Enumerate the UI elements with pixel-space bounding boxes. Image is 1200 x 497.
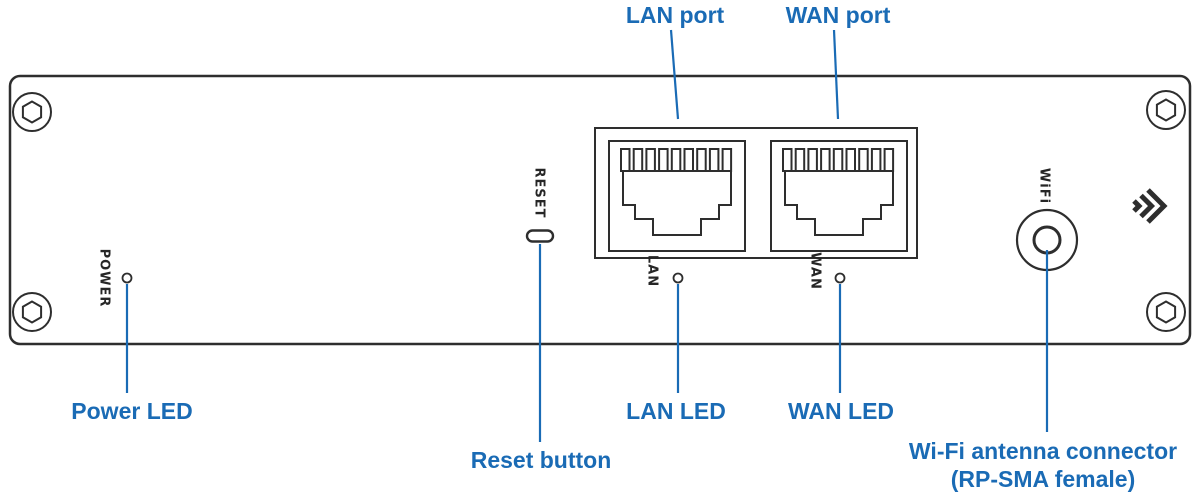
- power-led-graphic: [121, 272, 133, 284]
- callout-wifi-connector-line2: (RP-SMA female): [950, 466, 1136, 492]
- wifi-antenna-connector-center: [1032, 225, 1062, 255]
- screw-top-right-icon: [1146, 90, 1186, 130]
- reset-button-graphic: [525, 229, 555, 243]
- panel-label-wifi: WiFi: [1036, 167, 1052, 205]
- callout-power-led: Power LED: [71, 398, 193, 424]
- brand-logo-icon: [1132, 188, 1168, 224]
- ethernet-block: [594, 127, 918, 259]
- panel-label-lan: LAN: [644, 254, 660, 288]
- callout-lan-led: LAN LED: [626, 398, 726, 424]
- screw-bottom-left-icon: [12, 292, 52, 332]
- device-artwork: [8, 74, 1192, 346]
- callout-reset-button: Reset button: [470, 447, 612, 473]
- callout-lines: [125, 29, 1049, 442]
- callout-lan-port: LAN port: [625, 2, 725, 28]
- callout-wan-led: WAN LED: [787, 398, 895, 424]
- screw-top-left-icon: [12, 92, 52, 132]
- callout-wan-port: WAN port: [785, 2, 891, 28]
- screw-bottom-right-icon: [1146, 292, 1186, 332]
- wan-port-graphic: [770, 140, 908, 252]
- panel-label-wan: WAN: [807, 252, 823, 290]
- callout-wifi-connector-line1: Wi-Fi antenna connector: [908, 438, 1178, 464]
- panel-label-power: POWER: [96, 248, 112, 308]
- lan-port-callout-line: [669, 29, 680, 120]
- wan-port-callout-line: [832, 29, 840, 120]
- lan-led-graphic: [672, 272, 684, 284]
- wan-led-graphic: [834, 272, 846, 284]
- device-panel: [8, 74, 1192, 346]
- lan-port-graphic: [608, 140, 746, 252]
- panel-label-reset: RESET: [531, 167, 547, 219]
